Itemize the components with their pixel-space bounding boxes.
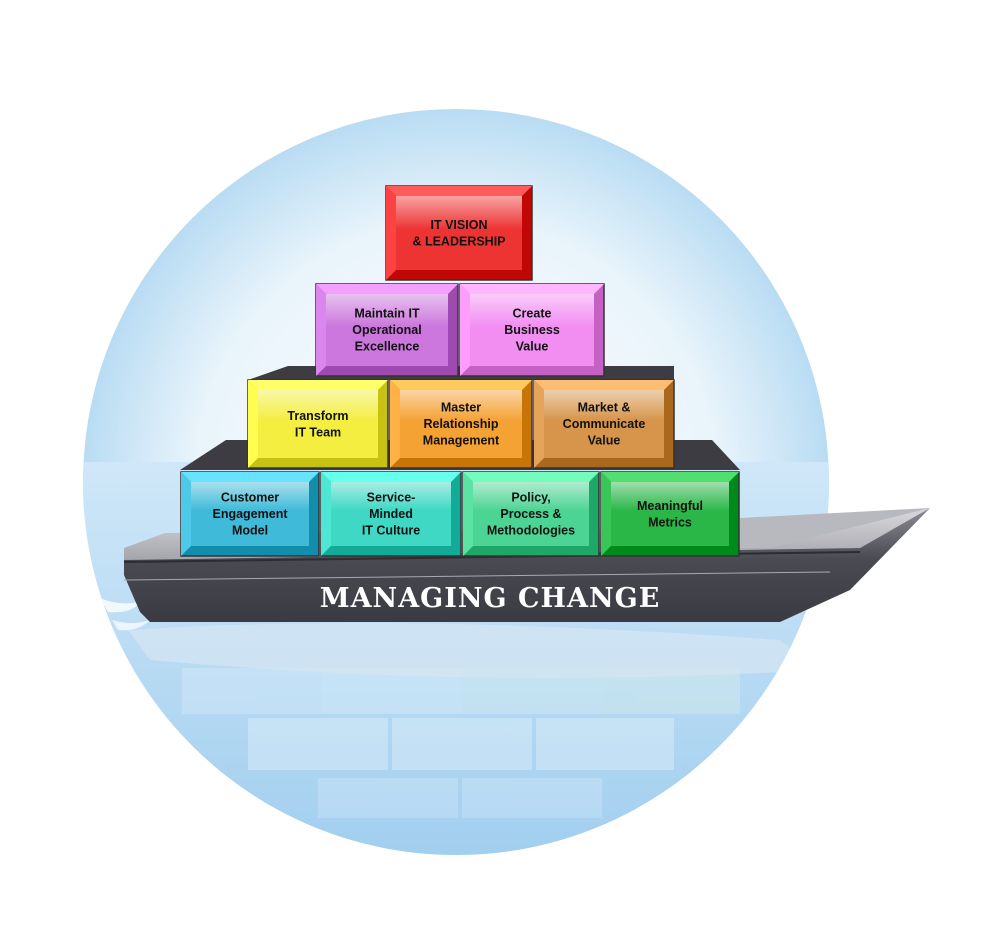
block-label-line: Transform xyxy=(287,409,348,423)
block-bevel xyxy=(248,380,258,468)
block-label-line: Communicate xyxy=(563,417,646,431)
block-shine xyxy=(331,482,451,511)
block-shine xyxy=(258,390,378,421)
block-label-line: Customer xyxy=(221,491,279,505)
block-label-line: Value xyxy=(516,340,549,354)
block-bevel xyxy=(601,472,611,556)
block-label-line: Create xyxy=(513,307,552,321)
block-bevel xyxy=(316,284,458,294)
block-bevel xyxy=(181,472,319,482)
block-bevel xyxy=(460,284,604,294)
block-transform-team: Transform IT Team xyxy=(247,379,389,469)
block-policy-process: Policy, Process & Methodologies xyxy=(462,471,600,557)
block-bevel xyxy=(390,380,400,468)
block-label-line: Market & xyxy=(578,401,631,415)
block-shine xyxy=(473,482,589,511)
block-label-line: Business xyxy=(504,323,560,337)
block-label-line: Service- xyxy=(367,491,416,505)
blocks-layer: IT VISION & LEADERSHIP Maintain IT Operatio… xyxy=(180,185,740,557)
block-bevel xyxy=(463,472,473,556)
block-shine xyxy=(611,482,729,511)
block-service-minded: Service- Minded IT Culture xyxy=(320,471,462,557)
block-shine xyxy=(400,390,522,421)
block-bevel xyxy=(534,380,674,390)
block-shine xyxy=(396,196,522,230)
block-bevel xyxy=(390,380,532,390)
block-bevel xyxy=(181,472,191,556)
block-label-line: Relationship xyxy=(423,417,498,431)
block-bevel xyxy=(321,472,331,556)
block-label-line: IT VISION xyxy=(431,218,488,232)
block-label-line: Meaningful xyxy=(637,499,703,513)
block-label-line: & LEADERSHIP xyxy=(412,234,505,248)
block-bevel xyxy=(248,380,388,390)
block-bevel xyxy=(601,472,739,482)
block-bevel xyxy=(386,186,532,196)
block-label-line: Maintain IT xyxy=(354,307,420,321)
block-label-line: Policy, xyxy=(511,491,550,505)
ship-banner-label: MANAGING CHANGE xyxy=(320,583,661,614)
block-it-vision: IT VISION & LEADERSHIP xyxy=(385,185,533,281)
block-bevel xyxy=(460,284,470,376)
block-label-line: Management xyxy=(423,434,500,448)
block-label-line: IT Culture xyxy=(362,524,420,538)
block-shine xyxy=(326,294,448,327)
block-label-line: Engagement xyxy=(212,507,288,521)
block-bevel xyxy=(386,186,396,280)
block-label-line: Metrics xyxy=(648,515,692,529)
block-label-line: Process & xyxy=(500,507,561,521)
block-label-line: Operational xyxy=(352,323,421,337)
block-bevel xyxy=(316,284,326,376)
block-shine xyxy=(191,482,309,511)
block-bevel xyxy=(534,380,544,468)
block-shine xyxy=(544,390,664,421)
block-bevel xyxy=(463,472,599,482)
block-shine xyxy=(470,294,594,327)
block-label-line: Master xyxy=(441,401,481,415)
block-label-line: Minded xyxy=(369,507,413,521)
block-label-line: Methodologies xyxy=(487,524,575,538)
block-bevel xyxy=(321,472,461,482)
block-label-line: IT Team xyxy=(295,425,341,439)
block-label-line: Model xyxy=(232,524,268,538)
block-label-line: Excellence xyxy=(355,340,420,354)
block-label-line: Value xyxy=(588,434,621,448)
